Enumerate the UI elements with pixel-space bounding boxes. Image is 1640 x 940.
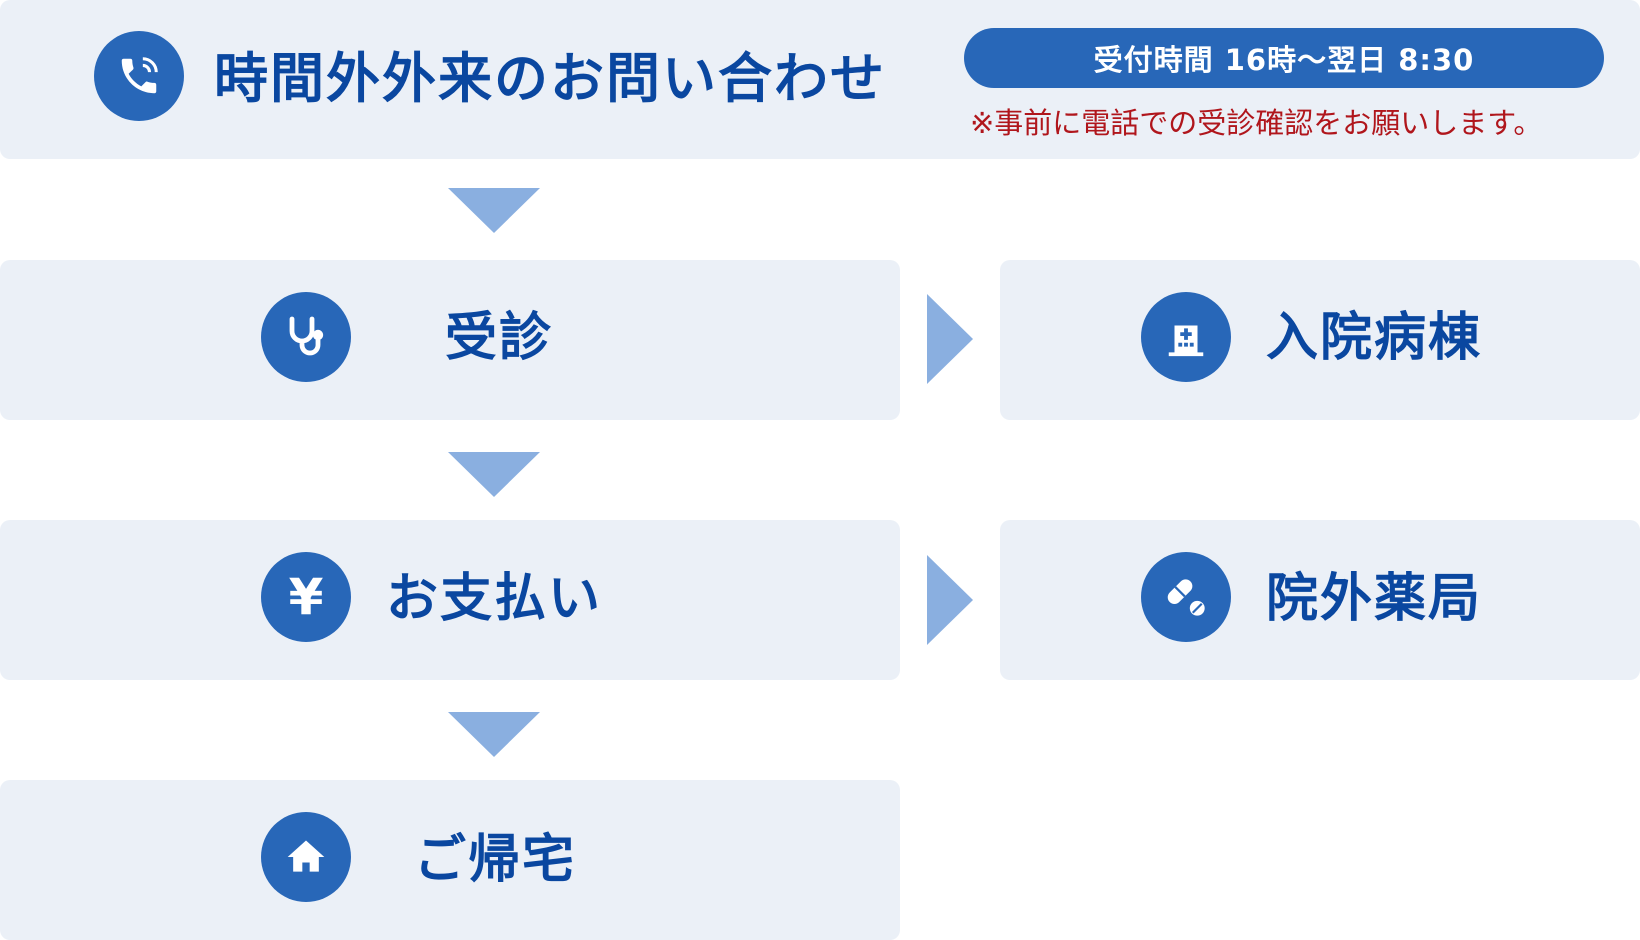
step-return-home <box>0 780 900 940</box>
arrow-down <box>448 188 540 233</box>
pill-icon <box>1141 552 1231 642</box>
arrow-right <box>927 294 973 384</box>
step-label: 受診 <box>445 308 554 368</box>
stethoscope-icon <box>261 292 351 382</box>
hospital-icon <box>1141 292 1231 382</box>
step-label: 入院病棟 <box>1266 308 1483 368</box>
header-title: 時間外外来のお問い合わせ <box>214 47 886 110</box>
step-consultation <box>0 260 900 420</box>
step-label: お支払い <box>386 569 603 629</box>
home-icon <box>261 812 351 902</box>
phone-icon <box>94 31 184 121</box>
step-payment <box>0 520 900 680</box>
step-admission <box>1000 260 1640 420</box>
step-label: ご帰宅 <box>414 830 577 890</box>
arrow-down <box>448 452 540 497</box>
yen-icon: ¥ <box>261 552 351 642</box>
step-pharmacy <box>1000 520 1640 680</box>
hours-badge: 受付時間 16時〜翌日 8:30 <box>964 28 1604 88</box>
arrow-down <box>448 712 540 757</box>
arrow-right <box>927 555 973 645</box>
step-label: 院外薬局 <box>1266 569 1483 629</box>
note-text: ※事前に電話での受診確認をお願いします。 <box>970 106 1543 140</box>
